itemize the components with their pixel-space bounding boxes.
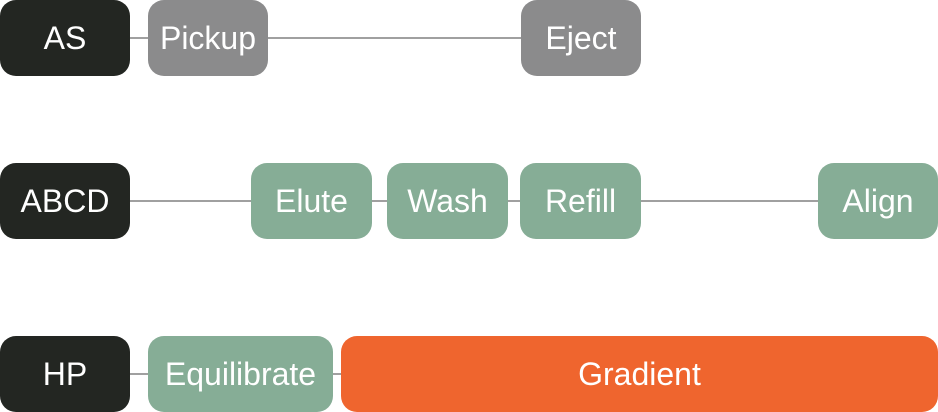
lane-label: HP: [0, 336, 130, 412]
lane-connector-line: [128, 37, 528, 39]
step-refill: Refill: [520, 163, 641, 239]
lane-label: AS: [0, 0, 130, 76]
step-align: Align: [818, 163, 938, 239]
step-gradient: Gradient: [341, 336, 938, 412]
step-elute: Elute: [251, 163, 372, 239]
step-eject: Eject: [521, 0, 641, 76]
step-pickup: Pickup: [148, 0, 268, 76]
lane-hp: HP Equilibrate Gradient: [0, 336, 938, 412]
step-equilibrate: Equilibrate: [148, 336, 333, 412]
lane-label: ABCD: [0, 163, 130, 239]
lane-as: AS Pickup Eject: [0, 0, 938, 76]
lane-abcd: ABCD Elute Wash Refill Align: [0, 163, 938, 239]
step-wash: Wash: [387, 163, 508, 239]
